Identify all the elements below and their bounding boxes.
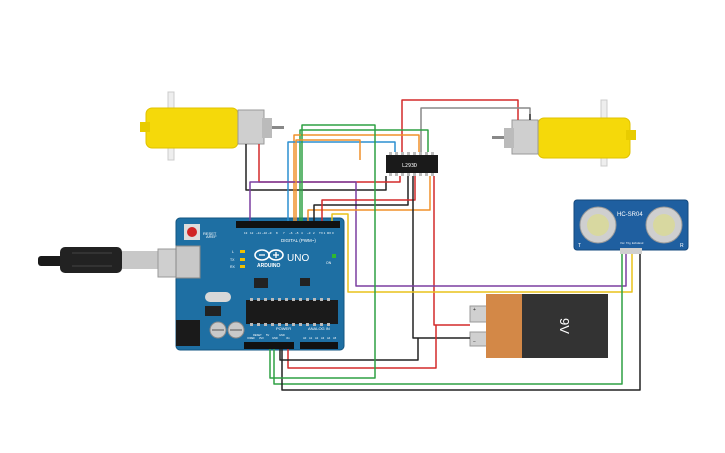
pin-label: 7 [283,231,285,235]
pin-label: Vin [286,336,290,340]
model-label: UNO [287,253,309,264]
wire-orange [307,176,431,221]
left-dc-motor[interactable] [140,91,284,161]
ultrasonic-sensor[interactable]: HC-SR04 T R Vcc Trig Echo Gnd [573,199,689,254]
arduino-uno-board[interactable]: RESET AREF DIGITAL (PWM~) [175,217,345,351]
analog-label: ANALOG IN [308,326,330,331]
digital-header[interactable] [236,221,340,228]
wire-red [287,325,437,369]
sensor-pin-label: Gnd [638,241,644,245]
wire-red [433,176,470,326]
wire-black [279,338,419,361]
pin-label: ~5 [295,231,299,235]
rx-label: RX [230,265,236,269]
on-label: ON [326,261,332,265]
power-header[interactable] [244,342,294,349]
wire-orange [293,134,420,221]
pin-label: RESET [253,333,262,337]
pin-label: IOREF [247,336,255,340]
pin-label: ~9 [268,231,272,235]
wire-black [245,150,387,191]
wire-red [321,176,416,221]
pin-label: A3 [321,336,325,340]
pin-label: GND [272,336,278,340]
l-label: L [232,250,234,254]
wire-green [269,124,376,379]
sensor-t-label: T [578,243,581,249]
analog-header[interactable] [300,342,338,349]
pin-label: 12 [250,231,254,235]
sensor-pin-label: Echo [632,241,639,245]
ic-label: L293D [402,163,417,169]
wire-black [412,176,470,339]
l293d-driver-ic[interactable]: L293D [386,152,438,176]
sensor-label: HC-SR04 [617,212,643,218]
aref-label: AREF [206,234,217,239]
power-label: POWER [276,326,291,331]
pin-label: 8 [276,231,278,235]
wire-black [281,254,641,391]
pin-label: TX 1 [319,231,326,235]
battery-label: 9V [557,318,572,334]
tx-label: TX [230,258,235,262]
wire-yellow [331,213,633,293]
digital-label: DIGITAL (PWM~) [281,238,316,243]
wire-orange [295,139,361,221]
pin-label: A1 [309,336,313,340]
arduino-logo-icon [254,249,284,261]
sensor-pin-label: Trig [626,241,631,245]
right-dc-motor[interactable] [492,99,636,167]
pin-label: 3V3 [259,336,264,340]
wire-green [299,129,429,221]
pin-label: GND [279,333,285,337]
sensor-r-label: R [680,243,684,249]
pin-label: 2 [313,231,315,235]
reset-label: RESET [203,231,217,236]
pin-label: ~11 [256,231,261,235]
wire-purple [249,181,357,222]
wires [245,99,641,391]
pin-label: A5 [333,336,337,340]
pin-label: A0 [303,336,307,340]
wire-red [258,150,401,183]
battery-minus: − [473,339,476,345]
pin-label: A4 [327,336,331,340]
wire-red [401,99,519,152]
pin-label: 13 [244,231,248,235]
pin-label: A2 [315,336,319,340]
brand-label: ARDUINO [257,263,280,269]
pin-label: ~6 [289,231,293,235]
pin-label: ~10 [262,231,267,235]
wire-black [313,176,409,221]
sensor-pin-label: Vcc [620,241,625,245]
pin-label: 5V [266,333,269,337]
battery-plus: + [473,307,476,313]
pin-label: ~3 [307,231,311,235]
wire-purple [355,222,627,287]
pin-label: 4 [301,231,303,235]
wire-green [273,254,623,385]
battery-9v[interactable]: 9V + − [469,294,608,358]
pin-label: RX 0 [327,231,334,235]
